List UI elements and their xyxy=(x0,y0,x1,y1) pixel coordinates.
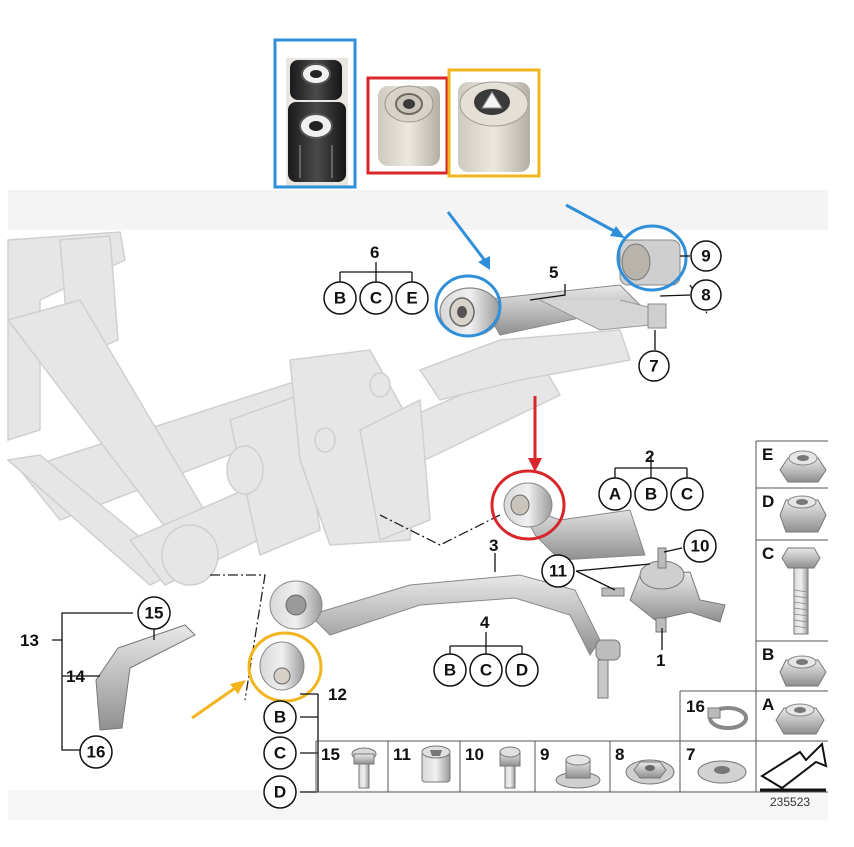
callout-circle-11: 11 xyxy=(541,554,575,588)
hydromount-1 xyxy=(601,547,726,633)
svg-text:C: C xyxy=(370,289,382,308)
socket-bolt-10 xyxy=(499,746,521,789)
nut-B xyxy=(779,655,827,687)
callout-14: 14 xyxy=(66,667,85,686)
red-arrow xyxy=(528,396,542,472)
reference-number: 235523 xyxy=(770,795,810,809)
panel-label-8: 8 xyxy=(615,745,624,764)
washer-7 xyxy=(697,760,747,784)
panel-label-11: 11 xyxy=(393,745,411,764)
variant-group-6: B C E xyxy=(323,281,429,315)
callout-1: 1 xyxy=(656,651,665,670)
panel-label-10: 10 xyxy=(465,745,484,764)
panel-label-A: A xyxy=(762,695,774,714)
nut-A xyxy=(775,703,825,735)
svg-text:9: 9 xyxy=(701,247,710,266)
hose-clamp-16 xyxy=(707,706,748,730)
svg-text:D: D xyxy=(516,661,528,680)
yellow-arrow xyxy=(191,680,246,720)
panel-label-15: 15 xyxy=(321,745,340,764)
callout-13: 13 xyxy=(20,631,39,650)
nut-E xyxy=(779,450,827,483)
nut-D xyxy=(779,495,827,533)
bushing-photo-pair xyxy=(286,58,348,186)
blue-highlight-circle-2 xyxy=(616,224,688,292)
blue-highlight-circle-1 xyxy=(434,274,502,338)
subframe xyxy=(6,231,631,586)
callout-3: 3 xyxy=(489,536,498,555)
panel-label-7: 7 xyxy=(686,745,695,764)
callout-circle-15: 15 xyxy=(137,596,171,630)
variant-group-2: A B C xyxy=(598,477,704,511)
panel-label-C: C xyxy=(762,544,774,563)
panel-label-B: B xyxy=(762,645,774,664)
svg-text:C: C xyxy=(681,485,693,504)
svg-text:7: 7 xyxy=(649,357,658,376)
blue-highlight-box xyxy=(273,38,357,189)
direction-arrow-icon xyxy=(760,741,828,792)
washer-nut-8 xyxy=(625,759,675,785)
callout-circle-7: 7 xyxy=(638,350,670,382)
svg-text:C: C xyxy=(480,661,492,680)
svg-text:B: B xyxy=(444,661,456,680)
flange-nut-9 xyxy=(555,754,601,789)
callout-5: 5 xyxy=(549,263,558,282)
svg-text:16: 16 xyxy=(87,743,106,762)
variant-group-12: B C D xyxy=(263,700,297,809)
callout-circle-16: 16 xyxy=(79,735,113,769)
background-band xyxy=(8,190,828,230)
blue-arrow-2 xyxy=(565,203,625,238)
bolt-C xyxy=(781,547,821,635)
svg-text:A: A xyxy=(609,485,621,504)
svg-text:B: B xyxy=(645,485,657,504)
blue-arrow-1 xyxy=(446,211,490,270)
bushing-photo-round xyxy=(378,85,440,166)
callout-12: 12 xyxy=(328,685,347,704)
red-highlight-box xyxy=(366,76,449,175)
panel-label-16: 16 xyxy=(686,697,705,716)
svg-text:D: D xyxy=(274,783,286,802)
control-arm-5 xyxy=(439,239,681,337)
tension-strut-2 xyxy=(503,482,646,561)
callout-circle-8: 8 xyxy=(690,279,722,311)
bushing-12 xyxy=(259,641,305,691)
hardware-panel xyxy=(315,440,828,793)
svg-text:8: 8 xyxy=(701,286,710,305)
callout-2: 2 xyxy=(645,447,654,466)
svg-text:E: E xyxy=(406,289,417,308)
variant-group-4: B C D xyxy=(433,653,539,687)
bushing-photo-large xyxy=(458,81,530,172)
control-arm-3 xyxy=(269,574,621,699)
svg-text:B: B xyxy=(334,289,346,308)
svg-text:C: C xyxy=(274,744,286,763)
panel-label-9: 9 xyxy=(540,745,549,764)
panel-label-D: D xyxy=(762,492,774,511)
leader-lines xyxy=(52,255,691,793)
red-highlight-circle xyxy=(490,469,566,541)
background-band-bottom xyxy=(8,790,828,820)
bolt-15 xyxy=(351,747,377,789)
callout-circle-9: 9 xyxy=(690,240,722,272)
svg-text:11: 11 xyxy=(549,562,567,581)
socket-bolt-11 xyxy=(421,745,451,783)
yellow-highlight-circle xyxy=(247,631,323,703)
svg-text:15: 15 xyxy=(145,604,164,623)
callout-circle-10: 10 xyxy=(683,529,717,563)
callout-4: 4 xyxy=(480,613,490,632)
svg-text:B: B xyxy=(274,708,286,727)
panel-label-E: E xyxy=(762,445,773,464)
yellow-highlight-box xyxy=(447,68,541,178)
bracket-14 xyxy=(95,624,196,731)
svg-text:10: 10 xyxy=(691,537,710,556)
callout-6: 6 xyxy=(370,243,379,262)
